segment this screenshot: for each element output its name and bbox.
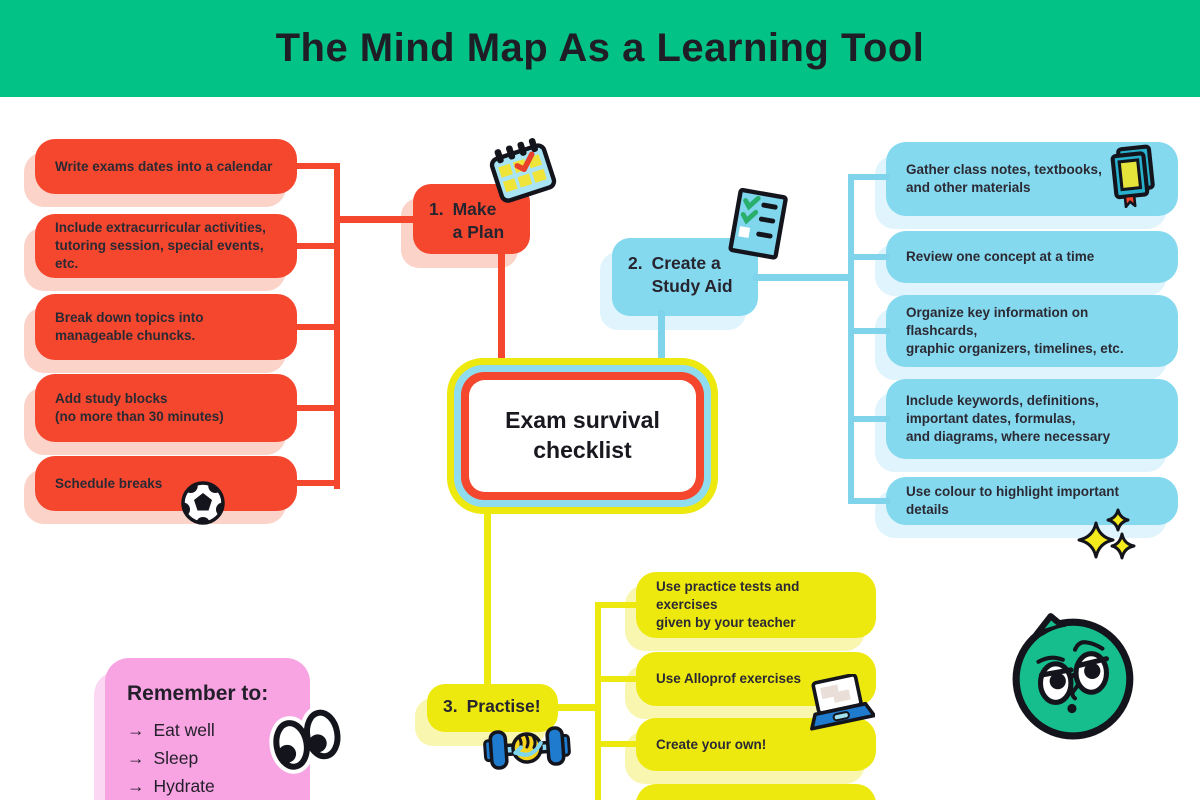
- dumbbell-icon: [483, 722, 571, 774]
- book-icon: [1102, 144, 1164, 209]
- study-item-box: Use colour to highlight important detail…: [886, 477, 1178, 525]
- reminder-title: Remember to:: [127, 682, 269, 705]
- reminder-item: → Eat well: [127, 720, 288, 741]
- connector-blue-drop: [658, 310, 665, 370]
- soccer-ball-icon: [179, 479, 227, 527]
- eyes-icon: [266, 705, 350, 774]
- practise-item-box: Use practice tests and exercises given b…: [636, 572, 876, 638]
- connector-red-drop: [498, 250, 505, 370]
- plan-item-box: Include extracurricular activities, tuto…: [35, 214, 297, 278]
- sparkles-icon: [1076, 508, 1142, 566]
- plan-item-box: Break down topics into manageable chunck…: [35, 294, 297, 360]
- study-item-text: Review one concept at a time: [906, 249, 1095, 265]
- connector-blue-main: [753, 274, 852, 281]
- page-title: The Mind Map As a Learning Tool: [275, 26, 925, 70]
- connector-red-stub: [290, 480, 338, 486]
- connector-red-stub: [290, 405, 338, 411]
- study-item-box: Organize key information on flashcards, …: [886, 295, 1178, 367]
- central-ring-blue: Exam survival checklist: [454, 365, 711, 507]
- branch-number: 1.: [429, 199, 444, 219]
- arrow-icon: →: [127, 776, 145, 796]
- branch-number: 2.: [628, 253, 643, 273]
- branch-title: Make a Plan: [452, 199, 505, 242]
- branch-node-practise: 3. Practise!: [427, 684, 558, 732]
- connector-red-stub: [290, 163, 338, 169]
- plan-item-text: Write exams dates into a calendar: [55, 158, 273, 174]
- plan-item-text: Break down topics into manageable chunck…: [55, 310, 204, 343]
- reminder-text: Sleep: [153, 748, 199, 768]
- connector-yellow-stub: [597, 741, 639, 747]
- mascot-icon: [1008, 608, 1142, 742]
- calendar-icon: [486, 136, 558, 204]
- plan-item-text: Include extracurricular activities, tuto…: [55, 220, 266, 271]
- header-banner: The Mind Map As a Learning Tool: [0, 0, 1200, 97]
- checklist-icon: [728, 187, 790, 262]
- connector-yellow-drop: [484, 505, 491, 686]
- connector-yellow-main: [553, 704, 599, 711]
- plan-item-box: Write exams dates into a calendar: [35, 139, 297, 194]
- connector-blue-stub: [850, 328, 890, 334]
- plan-item-box: Add study blocks (no more than 30 minute…: [35, 374, 297, 442]
- study-item-text: Organize key information on flashcards, …: [906, 305, 1124, 356]
- connector-blue-trunk: [848, 174, 854, 504]
- connector-blue-stub: [850, 254, 890, 260]
- practise-item-text: Create your own!: [656, 736, 767, 752]
- study-item-text: Gather class notes, textbooks, and other…: [906, 162, 1102, 195]
- practise-item-box: [636, 784, 876, 800]
- branch-title: Practise!: [466, 696, 541, 716]
- arrow-icon: →: [127, 748, 145, 768]
- plan-item-text: Add study blocks (no more than 30 minute…: [55, 391, 224, 424]
- connector-red-main: [336, 216, 418, 223]
- laptop-icon: [803, 673, 877, 732]
- connector-blue-stub: [850, 498, 890, 504]
- connector-yellow-stub: [597, 602, 639, 608]
- arrow-icon: →: [127, 720, 145, 740]
- connector-red-stub: [290, 243, 338, 249]
- connector-yellow-stub: [597, 676, 639, 682]
- central-node: Exam survival checklist: [447, 358, 718, 514]
- practise-item-text: Use practice tests and exercises given b…: [656, 579, 800, 630]
- study-item-box: Review one concept at a time: [886, 231, 1178, 283]
- study-item-box: Include keywords, definitions, important…: [886, 379, 1178, 459]
- plan-item-box: Schedule breaks: [35, 456, 297, 511]
- reminder-item: → Sleep: [127, 748, 288, 769]
- central-ring-red: Exam survival checklist: [461, 372, 704, 500]
- central-title: Exam survival checklist: [469, 380, 696, 492]
- study-item-text: Include keywords, definitions, important…: [906, 393, 1111, 444]
- reminder-text: Hydrate: [153, 776, 215, 796]
- plan-item-text: Schedule breaks: [55, 475, 163, 491]
- connector-blue-stub: [850, 174, 890, 180]
- connector-red-stub: [290, 324, 338, 330]
- branch-number: 3.: [443, 696, 458, 716]
- connector-blue-stub: [850, 416, 890, 422]
- connector-yellow-trunk: [595, 602, 601, 800]
- branch-title: Create a Study Aid: [651, 253, 733, 296]
- practise-item-text: Use Alloprof exercises: [656, 671, 802, 687]
- reminder-text: Eat well: [153, 720, 215, 740]
- reminder-item: → Hydrate: [127, 776, 288, 797]
- practise-item-box: Create your own!: [636, 718, 876, 771]
- study-item-text: Use colour to highlight important detail…: [906, 484, 1119, 517]
